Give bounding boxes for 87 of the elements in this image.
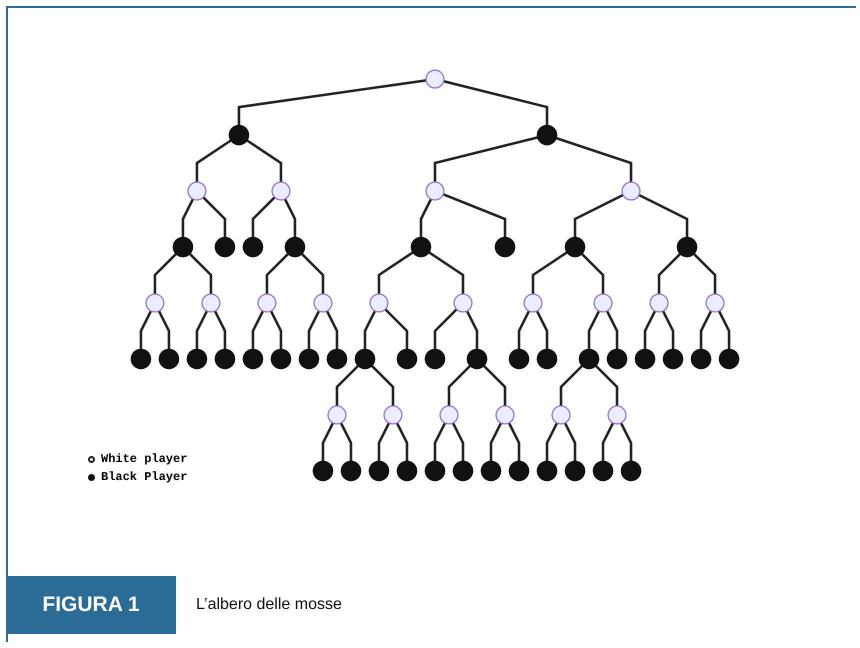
connector [214, 310, 226, 350]
node-circle [425, 70, 445, 89]
connector [420, 198, 432, 238]
connector [340, 422, 352, 462]
connector [284, 198, 296, 238]
connector [560, 364, 584, 406]
connector [452, 422, 464, 462]
connector [384, 308, 408, 350]
connector [434, 136, 539, 182]
connector [396, 422, 408, 462]
connector [490, 422, 502, 462]
node-circle [523, 293, 543, 313]
connector [246, 138, 282, 182]
connector [378, 422, 390, 462]
connector [370, 364, 394, 406]
node-circle [369, 293, 389, 313]
node-circle [650, 293, 669, 313]
node-circle [495, 405, 515, 424]
node-circle [593, 293, 613, 313]
connector [594, 364, 618, 406]
node-circle [271, 182, 290, 201]
node-circle [607, 405, 627, 424]
connector [182, 198, 194, 238]
connector [620, 422, 632, 462]
connector [580, 252, 604, 294]
node-circle [425, 182, 445, 201]
connector [536, 310, 548, 350]
node-circle [187, 182, 206, 201]
connector [692, 252, 716, 294]
connector [638, 194, 688, 238]
connector [442, 193, 506, 238]
connector [482, 364, 506, 406]
connector [266, 252, 290, 294]
connector [300, 252, 324, 294]
connector [588, 310, 600, 350]
figure-number-label: FIGURA 1 [6, 576, 176, 634]
connector [644, 310, 656, 350]
node-circle [551, 405, 571, 424]
connector [378, 250, 414, 294]
connector [322, 422, 334, 462]
connector [718, 310, 730, 350]
caption: L’albero delle mosse [196, 596, 342, 614]
connector [196, 310, 208, 350]
legend-text: Black Player [101, 470, 188, 484]
connector [188, 252, 212, 294]
connector [154, 252, 178, 294]
connector [336, 364, 360, 406]
connector [546, 422, 558, 462]
connector [555, 136, 632, 182]
node-circle [145, 293, 164, 313]
connector [252, 196, 276, 238]
connector [202, 196, 226, 238]
connector [196, 138, 232, 182]
connector [238, 79, 426, 126]
connector [326, 310, 338, 350]
connector [158, 310, 170, 350]
connector [428, 250, 464, 294]
node-circle [313, 293, 332, 313]
node-circle [621, 182, 641, 201]
connector [434, 422, 446, 462]
connector [434, 308, 458, 350]
connector [532, 250, 568, 294]
connector [606, 310, 618, 350]
connector [518, 310, 530, 350]
node-circle [257, 293, 276, 313]
connector [466, 310, 478, 350]
connector [364, 310, 376, 350]
node-circle [453, 293, 473, 313]
connector [448, 364, 472, 406]
node-circle [327, 405, 347, 424]
connector [564, 422, 576, 462]
node-circle [706, 293, 725, 313]
node-circle [201, 293, 220, 313]
node-circle [439, 405, 459, 424]
connector [443, 80, 548, 126]
connector [140, 310, 152, 350]
connector [252, 310, 264, 350]
node-circle [383, 405, 403, 424]
connector [658, 252, 682, 294]
connector [574, 194, 624, 238]
connector [270, 310, 282, 350]
connector [602, 422, 614, 462]
connector [662, 310, 674, 350]
legend-text: White player [101, 452, 188, 466]
connector [308, 310, 320, 350]
connector [700, 310, 712, 350]
connector [508, 422, 520, 462]
